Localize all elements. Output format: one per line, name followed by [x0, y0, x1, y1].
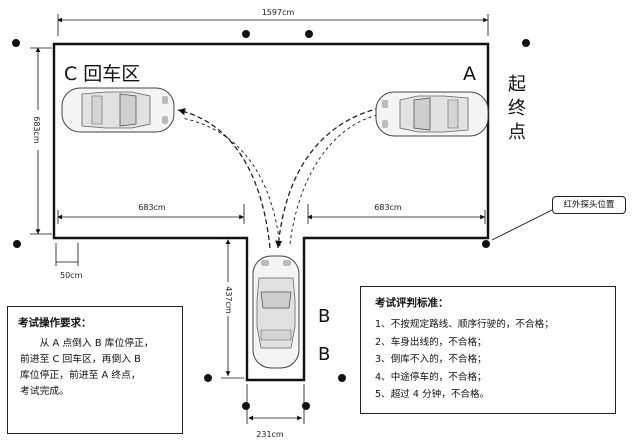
car-c	[61, 87, 175, 133]
route-b-to-c	[177, 108, 271, 249]
offset-label: 50cm	[60, 271, 83, 280]
marker-dot	[13, 240, 21, 248]
criteria-line: 4、中途停车的，不合格；	[375, 371, 487, 383]
criteria-line: 1、不按规定路线、顺序行驶的，不合格；	[375, 319, 554, 330]
sensor-pointer	[491, 209, 553, 241]
marker-dot	[204, 374, 212, 382]
start-end-char-1: 起	[508, 74, 526, 95]
left-segment-dimension	[57, 204, 245, 224]
route-paths	[177, 107, 383, 249]
zone-b-label-2: B	[318, 344, 330, 365]
start-end-char-3: 点	[508, 122, 526, 143]
route-b-to-c-inner	[181, 117, 281, 247]
marker-dot	[482, 240, 490, 248]
right-segment-dimension	[307, 204, 486, 224]
right-segment-label: 683cm	[374, 203, 402, 212]
start-end-char-2: 终	[508, 98, 526, 119]
sensor-label-box: 红外探头位置	[552, 196, 626, 214]
left-segment-label: 683cm	[138, 203, 166, 212]
sensor-label: 红外探头位置	[563, 200, 615, 210]
requirements-line: 考试完成。	[20, 386, 69, 397]
marker-dot	[338, 374, 346, 382]
bay-width-label: 231cm	[256, 430, 284, 439]
left-height-label: 683cm	[32, 116, 41, 144]
requirements-line: 从 A 点倒入 B 库位停正，	[20, 338, 154, 349]
route-c-to-a	[289, 113, 383, 245]
requirements-title: 考试操作要求：	[18, 317, 92, 329]
marker-dot	[242, 402, 250, 410]
marker-dot	[305, 30, 313, 38]
criteria-line: 3、倒库不入的，不合格；	[375, 354, 487, 365]
zone-c-label: C 回车区	[64, 63, 140, 85]
criteria-line: 5、超过 4 分钟，不合格。	[375, 389, 490, 400]
offset-dimension	[55, 243, 79, 266]
criteria-line: 2、车身出线的，不合格；	[375, 336, 487, 348]
marker-dot	[242, 30, 250, 38]
marker-dot	[302, 402, 310, 410]
bay-width-dimension	[246, 384, 305, 424]
top-width-dimension	[57, 14, 489, 36]
marker-dot	[522, 39, 530, 47]
car-a	[375, 91, 489, 137]
marker-dots	[12, 30, 530, 410]
zone-a-label: A	[463, 63, 476, 85]
route-a-to-b	[275, 107, 381, 249]
marker-dot	[12, 39, 20, 47]
requirements-line: 库位停正，前进至 A 终点，	[20, 370, 141, 381]
criteria-title: 考试评判标准：	[375, 297, 449, 309]
bay-depth-label: 437cm	[224, 286, 233, 314]
requirements-body: 从 A 点倒入 B 库位停正， 前进至 C 回车区，再倒入 B 库位停正，前进至…	[18, 336, 174, 400]
criteria-box: 考试评判标准： 1、不按规定路线、顺序行驶的，不合格； 2、车身出线的，不合格；…	[360, 286, 616, 414]
car-b	[252, 255, 300, 369]
zone-b-label-1: B	[318, 306, 330, 327]
requirements-box: 考试操作要求： 从 A 点倒入 B 库位停正， 前进至 C 回车区，再倒入 B …	[7, 306, 183, 434]
top-width-label: 1597cm	[262, 8, 295, 17]
requirements-line: 前进至 C 回车区，再倒入 B	[20, 354, 141, 365]
